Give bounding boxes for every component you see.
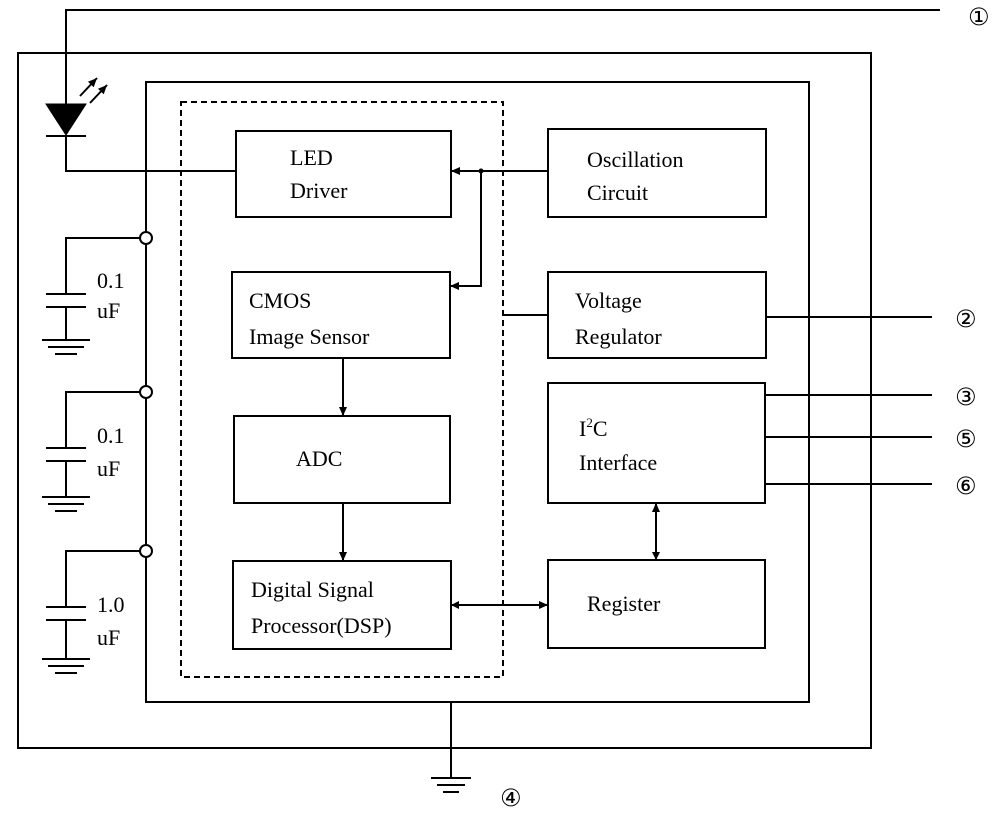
led-driver-label-1: LED <box>290 145 333 170</box>
capacitor-3-value: 1.0 <box>97 592 125 617</box>
voltage-label-2: Regulator <box>575 324 662 349</box>
adc-block: ADC <box>233 415 451 504</box>
register-block: Register <box>547 559 766 649</box>
dsp-label-1: Digital Signal <box>251 577 374 602</box>
pin-4-label: ④ <box>500 784 522 812</box>
led-diode-icon <box>45 103 87 136</box>
led-circuit <box>45 9 940 172</box>
capacitor-1-value: 0.1 <box>97 268 125 293</box>
external-pins <box>431 316 932 793</box>
register-label: Register <box>587 591 661 616</box>
module-outline <box>17 52 872 749</box>
led-driver-block: LED Driver <box>235 130 452 218</box>
capacitor-1-unit: uF <box>97 298 120 323</box>
capacitor-2-unit: uF <box>97 456 120 481</box>
voltage-label-1: Voltage <box>575 288 642 313</box>
capacitor-3-unit: uF <box>97 625 120 650</box>
capacitor-1: 0.1 uF <box>42 231 153 355</box>
adc-label: ADC <box>296 446 342 471</box>
dsp-block: Digital Signal Processor(DSP) <box>232 560 452 650</box>
i2c-label-2: Interface <box>579 450 657 475</box>
dsp-label-2: Processor(DSP) <box>251 613 392 638</box>
cmos-label-2: Image Sensor <box>249 324 370 349</box>
pin-6-label: ⑥ <box>955 472 977 500</box>
i2c-interface-block: I2C Interface <box>547 382 766 504</box>
light-emission-arrows-icon <box>79 77 108 104</box>
capacitor-3: 1.0 uF <box>42 544 153 674</box>
pin-1-label: ① <box>968 3 990 31</box>
oscillation-circuit-block: Oscillation Circuit <box>547 128 767 218</box>
voltage-regulator-block: Voltage Regulator <box>547 271 767 359</box>
pin-5-label: ⑤ <box>955 425 977 453</box>
oscillation-label-1: Oscillation <box>587 147 684 172</box>
oscillation-label-2: Circuit <box>587 180 648 205</box>
pin-3-label: ③ <box>955 383 977 411</box>
cmos-label-1: CMOS <box>249 288 311 313</box>
cmos-image-sensor-block: CMOS Image Sensor <box>231 271 451 359</box>
capacitor-2-value: 0.1 <box>97 423 125 448</box>
sensor-core-region <box>180 101 504 678</box>
signal-connections <box>339 167 660 609</box>
i2c-label-1: I2C <box>579 415 608 441</box>
led-driver-label-2: Driver <box>290 178 348 203</box>
pin-2-label: ② <box>955 305 977 333</box>
capacitor-2: 0.1 uF <box>42 385 153 512</box>
